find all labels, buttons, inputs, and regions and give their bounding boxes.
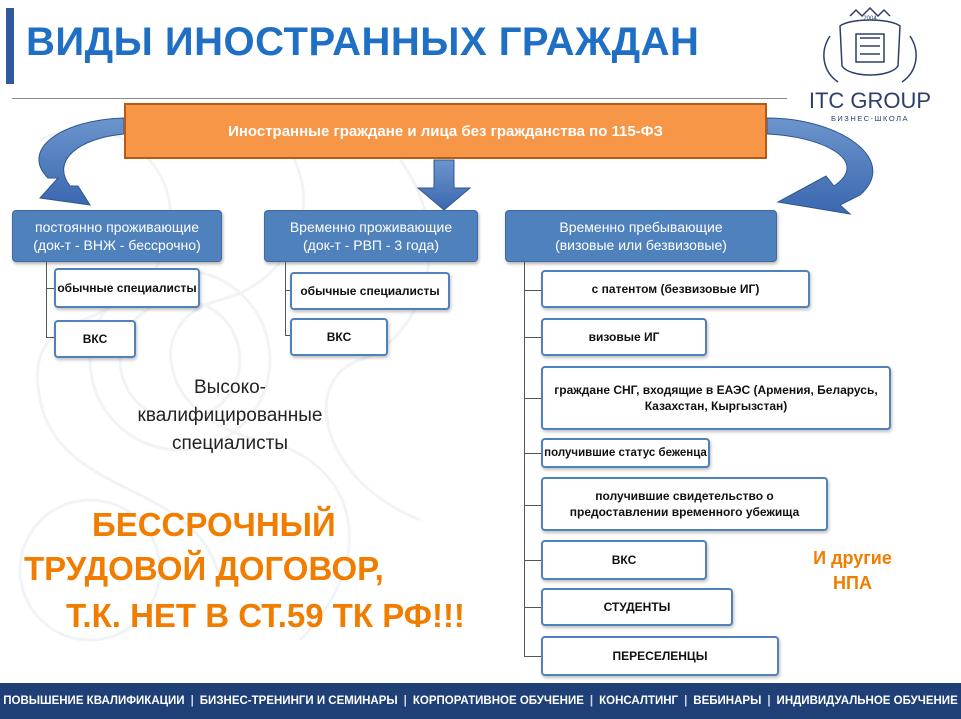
highlight-line-3: Т.К. НЕТ В СТ.59 ТК РФ!!! [66, 597, 465, 634]
item-regular-specialists: обычные специалисты [54, 268, 200, 308]
itc-group-logo: 2004 [823, 6, 917, 83]
item-refugees: получившие статус беженца [541, 438, 710, 468]
item-students: СТУДЕНТЫ [541, 588, 733, 626]
logo-subtitle: БИЗНЕС-ШКОЛА [830, 114, 909, 123]
item-hqs: ВКС [541, 540, 707, 580]
connector-line [285, 335, 291, 336]
connector-line [524, 505, 542, 506]
connector-line [524, 560, 542, 561]
category-line1: постоянно проживающие [34, 219, 199, 235]
connector-line [524, 607, 542, 608]
item-resettlers: ПЕРЕСЕЛЕНЦЫ [541, 636, 779, 676]
connector-line [524, 398, 542, 399]
connector-line [46, 337, 54, 338]
connector-line [46, 262, 47, 338]
footer-item[interactable]: ВЕБИНАРЫ [693, 695, 762, 707]
category-permanent-residents: постоянно проживающие (док-т - ВНЖ - бес… [12, 210, 222, 262]
category-temporary-stay: Временно пребывающие (визовые или безвиз… [505, 210, 777, 262]
category-line2: (док-т - РВП - 3 года) [302, 237, 439, 253]
category-line1: Временно проживающие [289, 219, 453, 235]
left-curved-arrow [38, 117, 125, 206]
footer-separator: | [767, 695, 771, 707]
category-line2: (визовые или безвизовые) [555, 237, 727, 253]
footer-separator: | [684, 695, 688, 707]
main-category-banner: Иностранные граждане и лица без гражданс… [124, 103, 767, 159]
footer-separator: | [190, 695, 194, 707]
footer-item[interactable]: БИЗНЕС-ТРЕНИНГИ И СЕМИНАРЫ [199, 695, 398, 707]
category-line2: (док-т - ВНЖ - бессрочно) [33, 237, 201, 253]
connector-line [524, 656, 542, 657]
connector-line [285, 290, 291, 291]
highlight-line-1: БЕССРОЧНЫЙ [92, 506, 336, 543]
right-curved-arrow [766, 117, 874, 215]
item-temporary-asylum: получившие свидетельство о предоставлени… [541, 477, 828, 531]
category-line1: Временно пребывающие [559, 219, 723, 235]
footer-bar: ПОВЫШЕНИЕ КВАЛИФИКАЦИИ | БИЗНЕС-ТРЕНИНГИ… [0, 683, 961, 719]
category-temporary-residents: Временно проживающие (док-т - РВП - 3 го… [264, 210, 478, 262]
footer-separator: | [403, 695, 407, 707]
footer-separator: | [589, 695, 594, 707]
logo-year: 2004 [863, 16, 877, 22]
logo-name: ITC GROUP [808, 88, 932, 113]
connector-line [524, 290, 542, 291]
item-hqs: ВКС [54, 320, 136, 358]
highlight-line-2: ТРУДОВОЙ ДОГОВОР, [24, 550, 384, 587]
other-npa-line2: НПА [833, 573, 872, 593]
footer-item[interactable]: ИНДИВИДУАЛЬНОЕ ОБУЧЕНИЕ [776, 695, 958, 707]
header-divider [12, 98, 787, 99]
connector-line [46, 288, 54, 289]
other-npa-note: И другие НПА [790, 546, 915, 596]
item-eaeu-citizens: граждане СНГ, входящие в ЕАЭС (Армения, … [541, 366, 891, 430]
page-title: ВИДЫ ИНОСТРАННЫХ ГРАЖДАН [26, 20, 700, 64]
footer-item[interactable]: КОНСАЛТИНГ [599, 695, 679, 707]
footer-item[interactable]: ПОВЫШЕНИЕ КВАЛИФИКАЦИИ [3, 695, 185, 707]
item-visa-foreigners: визовые ИГ [541, 318, 707, 356]
connector-line [524, 262, 525, 657]
diagram-arrows [38, 117, 874, 215]
other-npa-line1: И другие [813, 548, 892, 568]
item-patent-holders: с патентом (безвизовые ИГ) [541, 270, 810, 308]
item-regular-specialists: обычные специалисты [290, 272, 450, 310]
footer-item[interactable]: КОРПОРАТИВНОЕ ОБУЧЕНИЕ [412, 695, 584, 707]
connector-line [524, 453, 542, 454]
title-accent-bar [6, 8, 14, 84]
connector-line [285, 262, 286, 336]
connector-line [524, 337, 542, 338]
center-down-arrow [416, 159, 472, 211]
highly-qualified-note: Высоко-квалифицированные специалисты [137, 377, 323, 454]
item-hqs: ВКС [290, 318, 388, 356]
